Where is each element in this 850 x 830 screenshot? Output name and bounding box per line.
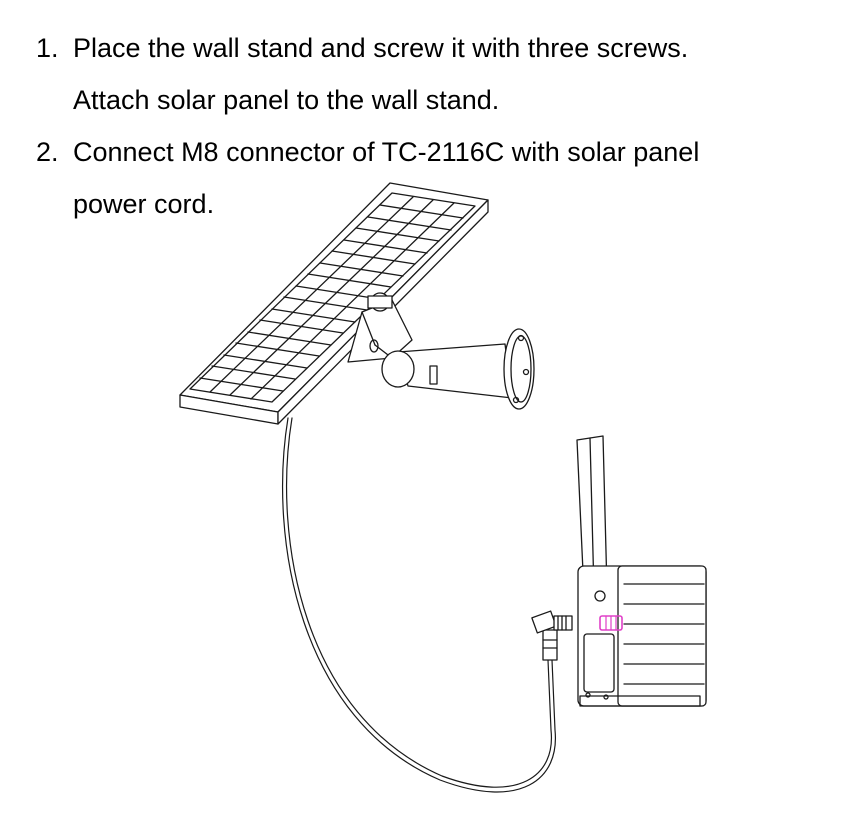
instruction-steps: 1. Place the wall stand and screw it with… [36, 22, 836, 230]
m8-port-highlight [599, 615, 623, 631]
step-1-line-1: 1. Place the wall stand and screw it with… [36, 22, 836, 74]
step-1-number: 1. [36, 33, 59, 63]
step-2-text: Connect M8 connector of TC-2116C with so… [73, 137, 700, 167]
solar-power-cord [281, 417, 556, 793]
step-2-line-1: 2. Connect M8 connector of TC-2116C with … [36, 126, 836, 178]
step-2-number: 2. [36, 137, 59, 167]
step-1-text: Place the wall stand and screw it with t… [73, 33, 689, 63]
step-1-line-2: Attach solar panel to the wall stand. [73, 85, 500, 115]
tc-2116c-device [576, 435, 707, 707]
wall-stand [381, 328, 535, 410]
m8-connector [531, 610, 573, 661]
step-2-line-2: power cord. [73, 189, 215, 219]
mount-bracket [347, 292, 413, 363]
